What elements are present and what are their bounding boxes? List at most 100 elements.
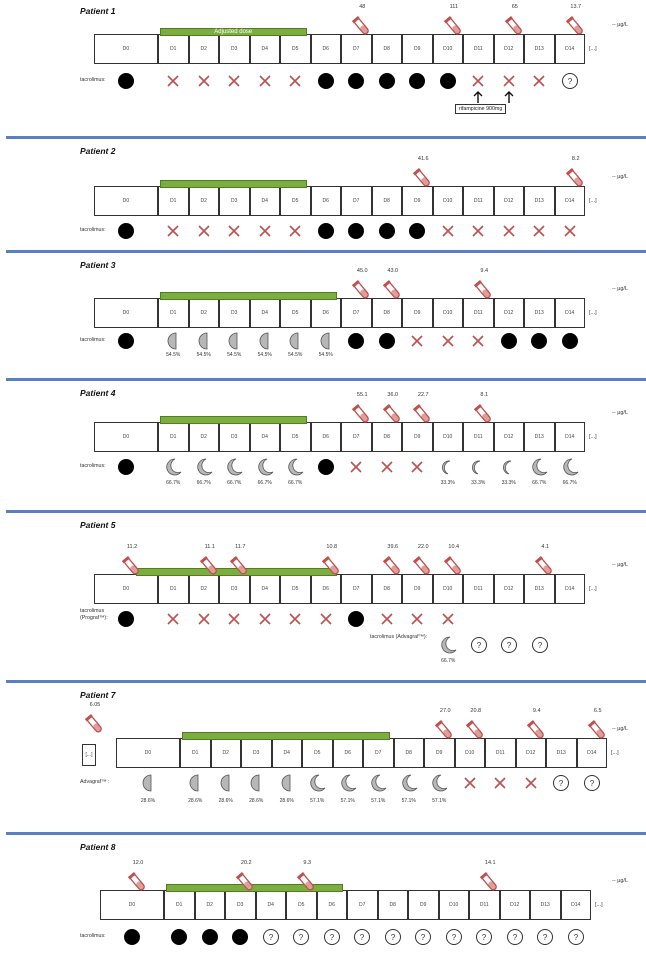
full-dose-icon (170, 928, 188, 946)
partial-dose-icon (195, 332, 213, 350)
dose-percentage: 33.3% (440, 480, 455, 486)
concentration-value: 9.4 (532, 708, 541, 714)
svg-text:?: ? (507, 641, 512, 650)
day-cell: D5 (280, 34, 311, 64)
no-dose-icon (195, 610, 213, 628)
partial-dose-icon (469, 458, 487, 476)
bracket-label: [...] (589, 434, 597, 440)
concentration-value: 111 (449, 4, 458, 10)
partial-dose-icon (139, 774, 157, 792)
unknown-dose-icon: ? (506, 928, 524, 946)
day-cell: D12 (493, 574, 524, 604)
full-dose-icon (439, 72, 457, 90)
day-cell: D3 (219, 186, 250, 216)
patient-title: Patient 1 (80, 6, 116, 16)
day-cell: D9 (402, 186, 433, 216)
unknown-dose-icon: ? (567, 928, 585, 946)
full-dose-icon (347, 332, 365, 350)
dosing-bar (160, 416, 307, 424)
unknown-dose-icon: ? (445, 928, 463, 946)
full-dose-icon (201, 928, 219, 946)
partial-dose-icon (400, 774, 418, 792)
day-cell: D6 (310, 298, 341, 328)
dose-percentage: 66.7% (257, 480, 272, 486)
drug-label: tacrolimus: (80, 337, 106, 343)
dose-percentage: 54.5% (227, 352, 242, 358)
day-cell: D9 (402, 574, 433, 604)
unknown-dose-icon: ? (475, 928, 493, 946)
no-dose-icon (408, 458, 426, 476)
dose-percentage: 54.5% (196, 352, 211, 358)
no-dose-icon (256, 222, 274, 240)
no-dose-icon (378, 458, 396, 476)
blood-sample-icon (535, 556, 555, 578)
concentration-value: 22.0 (417, 544, 429, 550)
svg-text:?: ? (421, 933, 426, 942)
full-dose-icon (117, 610, 135, 628)
unknown-dose-icon: ? (292, 928, 310, 946)
concentration-value: 43.0 (387, 268, 399, 274)
day-cell: D13 (524, 34, 555, 64)
full-dose-icon (117, 458, 135, 476)
blood-sample-icon (443, 556, 464, 578)
full-dose-icon (317, 222, 335, 240)
dose-percentage: 57.1% (401, 798, 416, 804)
day-cell: D14 (554, 34, 585, 64)
rifampicin-note: rifampicine 900mg (455, 104, 507, 114)
partial-dose-icon (339, 774, 357, 792)
day-cell: D0 (94, 186, 158, 216)
full-dose-icon (530, 332, 548, 350)
day-cell: D13 (524, 298, 555, 328)
blood-sample-icon (465, 720, 486, 742)
concentration-value: 9.3 (303, 860, 312, 866)
day-cell: D6 (310, 422, 341, 452)
blood-sample-icon (352, 404, 372, 426)
partial-dose-icon (278, 774, 296, 792)
up-arrow-icon (504, 90, 514, 103)
blood-sample-icon (413, 556, 433, 578)
partial-dose-icon (186, 774, 204, 792)
svg-text:?: ? (482, 933, 487, 942)
partial-dose-icon (439, 636, 457, 654)
day-cell: D1 (164, 890, 195, 920)
concentration-value: 27.0 (439, 708, 451, 714)
full-dose-icon (408, 222, 426, 240)
day-cell: D10 (432, 298, 463, 328)
partial-dose-icon (256, 332, 274, 350)
full-dose-icon (500, 332, 518, 350)
day-cell: D7 (341, 422, 372, 452)
concentration-value: 48 (359, 4, 366, 10)
day-cell: D12 (493, 298, 524, 328)
day-cell: D2 (188, 574, 219, 604)
no-dose-icon (286, 222, 304, 240)
drug-label: tacrolimus: (80, 227, 106, 233)
drug-label: tacrolimus: (80, 77, 106, 83)
no-dose-icon (561, 222, 579, 240)
dosing-bar (166, 884, 343, 892)
day-cell: D14 (576, 738, 607, 768)
dose-percentage: 66.7% (227, 480, 242, 486)
unknown-dose-icon: ? (531, 636, 549, 654)
day-cell: D0 (94, 298, 158, 328)
day-cell: D6 (310, 34, 341, 64)
full-dose-icon (378, 222, 396, 240)
dose-percentage: 66.7% (166, 480, 181, 486)
partial-dose-icon (286, 458, 304, 476)
day-cell: D5 (280, 186, 311, 216)
day-cell: D6 (310, 574, 341, 604)
unknown-dose-icon: ? (561, 72, 579, 90)
full-dose-icon (347, 222, 365, 240)
dose-percentage: 28.6% (249, 798, 264, 804)
day-cell: D10 (438, 890, 469, 920)
day-cell: D13 (546, 738, 577, 768)
day-cell: D1 (158, 298, 189, 328)
concentration-value: 11.2 (126, 544, 138, 550)
no-dose-icon (164, 610, 182, 628)
pre-cell: [...] (82, 744, 96, 766)
day-cell: D9 (408, 890, 439, 920)
day-cell: D0 (116, 738, 180, 768)
day-cell: D10 (432, 186, 463, 216)
day-cell: D4 (249, 34, 280, 64)
